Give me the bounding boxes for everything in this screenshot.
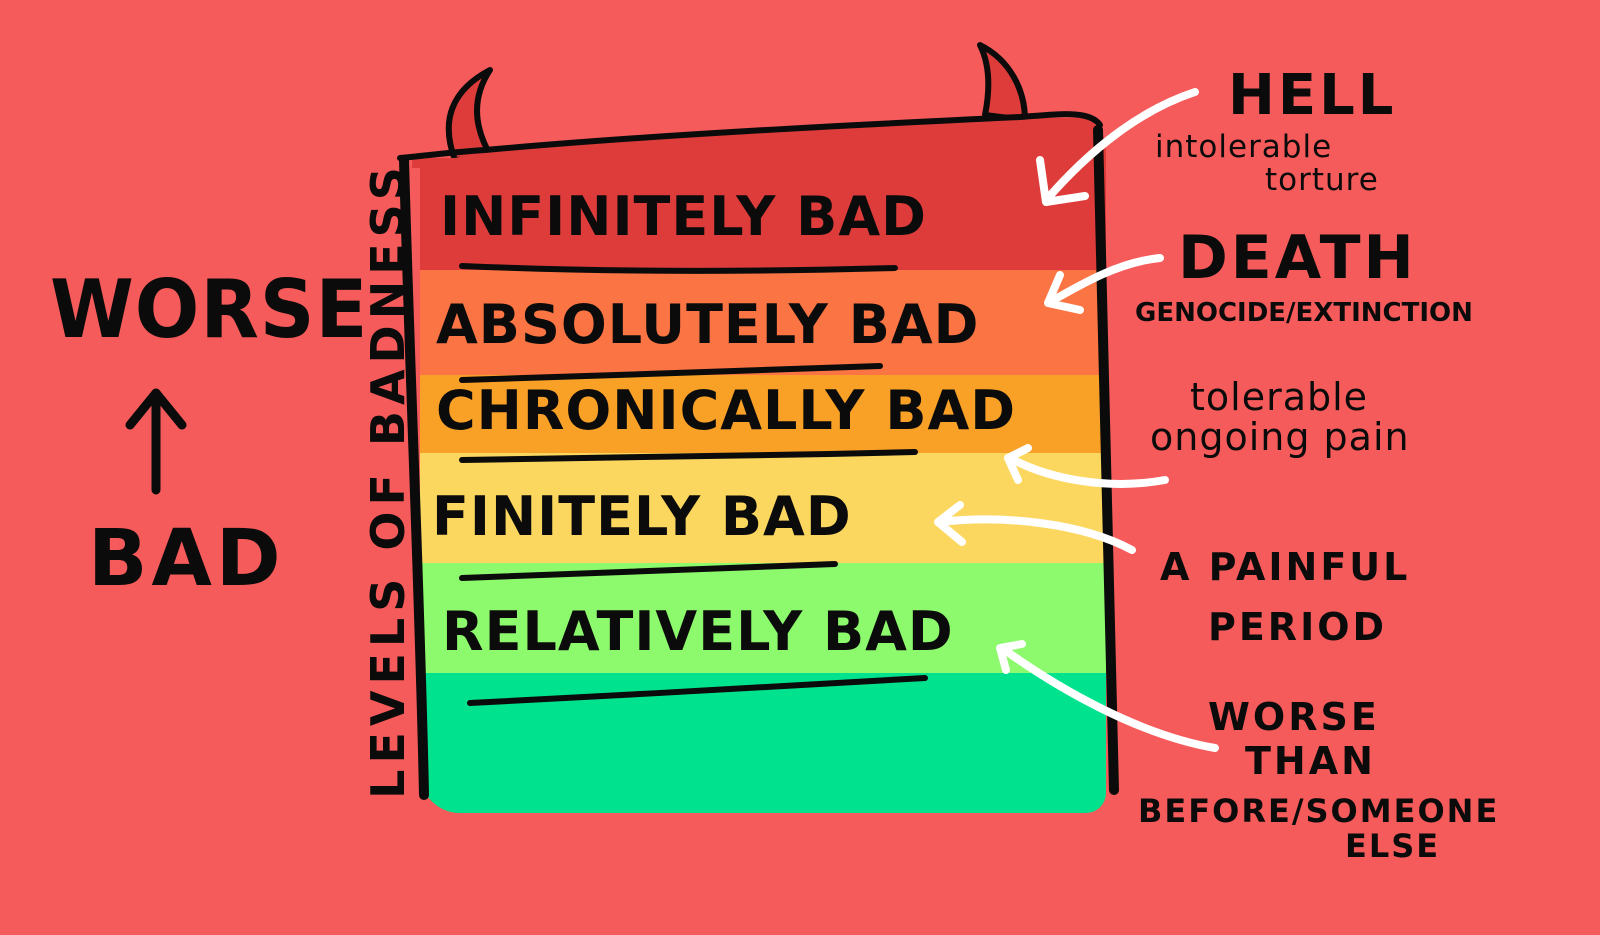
death-label: DEATH — [1178, 223, 1417, 293]
worse-label: WORSE — [50, 263, 369, 356]
up-arrow-icon — [125, 388, 187, 495]
hell-arrow-icon — [1036, 88, 1199, 206]
level-label-absolutely: ABSOLUTELY BAD — [436, 293, 980, 356]
worse-than-line-2: THAN — [1245, 739, 1376, 783]
band-infinitely-bad — [420, 160, 1106, 270]
period-line-1: A PAINFUL — [1160, 545, 1411, 589]
worse-than-arrow-icon — [996, 640, 1219, 752]
band-finitely-bad — [420, 453, 1106, 563]
level-label-relatively: RELATIVELY BAD — [442, 600, 954, 663]
hell-sub-1: intolerable — [1155, 129, 1333, 165]
pain-arrow-icon — [1004, 444, 1169, 488]
worse-than-line-3: BEFORE/SOMEONE — [1138, 792, 1500, 830]
worse-than-line-4: ELSE — [1345, 827, 1441, 865]
worse-than-line-1: WORSE — [1208, 695, 1380, 739]
period-arrow-icon — [934, 501, 1136, 554]
band-absolutely-bad — [420, 270, 1106, 375]
level-label-chronically: CHRONICALLY BAD — [436, 379, 1017, 442]
death-arrow-icon — [1044, 254, 1164, 314]
band-relatively-bad — [420, 563, 1106, 673]
right-horn-icon — [977, 42, 1028, 123]
left-horn-icon — [445, 67, 495, 163]
band-chronically-bad — [420, 375, 1106, 453]
pain-line-2: ongoing pain — [1150, 415, 1410, 459]
bad-label: BAD — [88, 514, 285, 604]
level-label-finitely: FINITELY BAD — [432, 485, 852, 548]
period-line-2: PERIOD — [1208, 605, 1388, 649]
level-label-infinitely: INFINITELY BAD — [440, 185, 927, 248]
band-base — [420, 673, 1106, 813]
hell-label: HELL — [1228, 63, 1397, 128]
pain-line-1: tolerable — [1190, 375, 1369, 419]
hell-sub-2: torture — [1265, 162, 1379, 198]
death-sub: GENOCIDE/EXTINCTION — [1135, 298, 1473, 328]
